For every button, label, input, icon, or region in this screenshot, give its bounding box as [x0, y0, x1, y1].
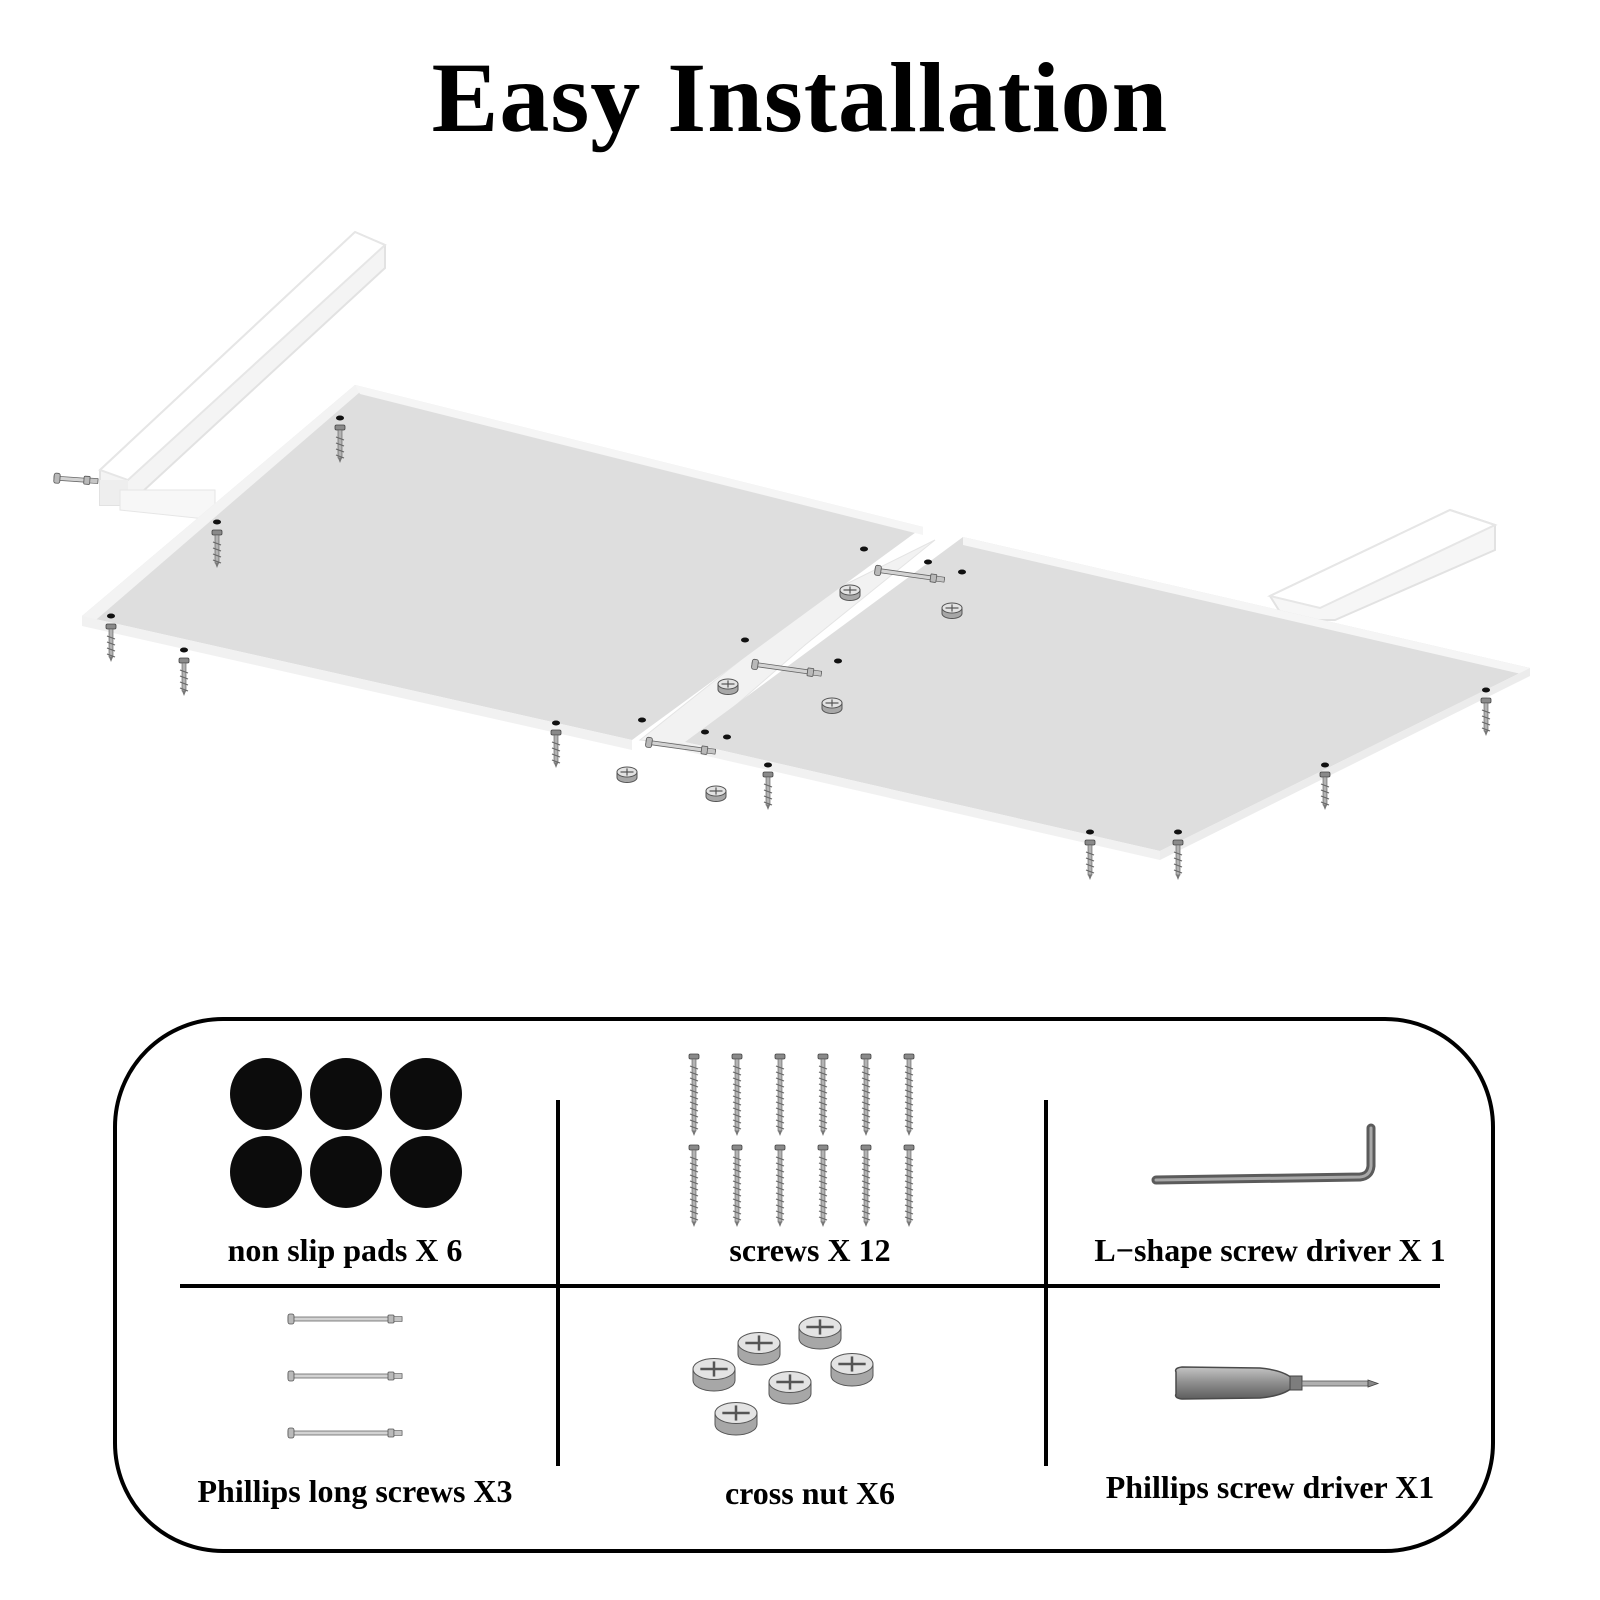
wood-screw	[817, 1053, 829, 1136]
parts-vertical-divider-left	[556, 1100, 560, 1466]
wood-screw	[860, 1144, 872, 1227]
left-desk-panel	[82, 385, 923, 750]
cross-nut	[830, 1353, 874, 1387]
cross-nut	[714, 1402, 758, 1436]
panel-screw	[334, 424, 346, 463]
panel-cross-nut	[717, 678, 739, 695]
parts-vertical-divider-right	[1044, 1100, 1048, 1466]
diagram-hardware	[53, 415, 1492, 880]
cross-nut	[737, 1332, 781, 1366]
cross-nut	[768, 1371, 812, 1405]
wood-screw	[903, 1053, 915, 1136]
long-screw-icon	[287, 1313, 403, 1439]
panel-screw	[550, 729, 562, 768]
parts-list-box	[113, 1017, 1495, 1553]
long-screw	[287, 1427, 403, 1439]
wood-screw	[731, 1144, 743, 1227]
label-screws: screws X 12	[729, 1232, 891, 1268]
panel-cross-nut	[941, 602, 963, 619]
seam-long-screw	[751, 658, 823, 677]
panel-screw	[105, 623, 117, 662]
wood-screw	[688, 1053, 700, 1136]
felt-pad	[310, 1058, 382, 1130]
cross-nut	[692, 1358, 736, 1392]
panel-cross-nut	[705, 785, 727, 802]
cross-nut	[798, 1316, 842, 1350]
panel-screw	[211, 529, 223, 568]
panel-screw	[1172, 839, 1184, 880]
assembly-diagram	[53, 230, 1530, 880]
felt-pad	[390, 1136, 462, 1208]
long-screw	[287, 1370, 403, 1382]
panel-screw	[762, 771, 774, 810]
felt-pad	[230, 1058, 302, 1130]
panel-screw	[1319, 771, 1331, 810]
seam-strip	[638, 539, 936, 746]
wood-screw	[731, 1053, 743, 1136]
left-support-bar	[98, 230, 387, 521]
l-shape-key-icon	[1151, 1123, 1376, 1185]
wood-screw-icon	[688, 1053, 915, 1227]
label-phillips-driver: Phillips screw driver X1	[1105, 1469, 1435, 1505]
label-cross-nut: cross nut X6	[724, 1475, 896, 1511]
panel-screw	[178, 657, 190, 696]
wood-screw	[774, 1144, 786, 1227]
phillips-screwdriver-icon	[1174, 1366, 1380, 1400]
label-phillips-long-screws: Phillips long screws X3	[197, 1473, 513, 1509]
panel-screw	[1480, 697, 1492, 736]
wood-screw	[817, 1144, 829, 1227]
panel-cross-nut	[616, 766, 638, 783]
panel-screw	[1084, 839, 1096, 880]
page-title: Easy Installation	[431, 42, 1169, 153]
long-screw	[287, 1313, 403, 1325]
wood-screw	[860, 1053, 872, 1136]
seam-long-screw	[874, 564, 946, 583]
label-l-shape-driver: L−shape screw driver X 1	[1094, 1232, 1446, 1268]
label-non-slip-pads: non slip pads X 6	[227, 1232, 463, 1268]
seam-long-screw	[645, 736, 717, 755]
felt-pad-icon	[230, 1058, 462, 1208]
side-screw	[53, 472, 99, 485]
wood-screw	[688, 1144, 700, 1227]
felt-pad	[230, 1136, 302, 1208]
wood-screw	[774, 1053, 786, 1136]
panel-cross-nut	[821, 697, 843, 714]
right-support-bar	[1267, 508, 1498, 621]
wood-screw	[903, 1144, 915, 1227]
right-desk-panel	[685, 537, 1530, 860]
panel-cross-nut	[839, 584, 861, 601]
felt-pad	[390, 1058, 462, 1130]
felt-pad	[310, 1136, 382, 1208]
cross-nut-icon	[692, 1316, 874, 1436]
parts-horizontal-divider	[180, 1284, 1440, 1288]
